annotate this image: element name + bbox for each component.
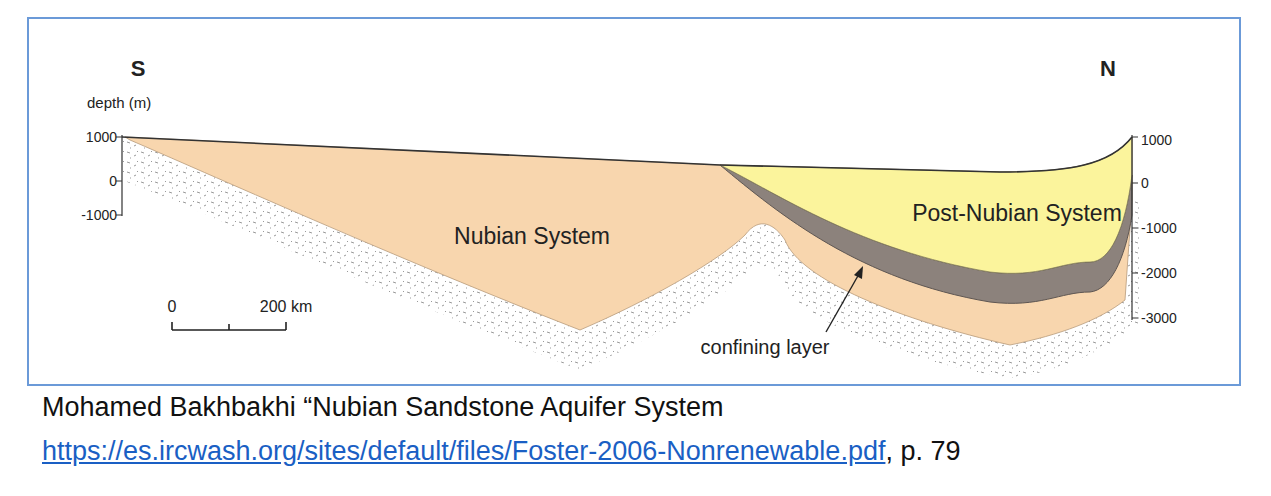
axis-title: depth (m) — [87, 94, 151, 111]
axis-value: 0 — [1141, 175, 1149, 191]
callout-label: confining layer — [701, 336, 830, 359]
nubian-system — [125, 137, 1132, 345]
source-link: https://es.ircwash.org/sites/default/fil… — [42, 436, 885, 467]
axis-value: 1000 — [86, 129, 117, 145]
axis-value: -1000 — [1141, 220, 1177, 236]
basement — [122, 137, 1140, 378]
axis-value: -1000 — [81, 207, 117, 223]
arrowhead — [854, 266, 863, 279]
axis-value: -3000 — [1141, 310, 1177, 326]
frame — [28, 18, 1240, 385]
post-nubian-system — [720, 137, 1132, 273]
ground-surface — [122, 137, 1132, 172]
right-axis — [1132, 135, 1138, 320]
axis-value: -2000 — [1141, 265, 1177, 281]
region-label: Nubian System — [454, 223, 610, 249]
scale-value: 0 — [168, 298, 177, 316]
caption: Mohamed Bakhbakhi “Nubian Sandstone Aqui… — [42, 392, 723, 423]
scale-value: 200 km — [260, 298, 312, 316]
leader-line — [826, 274, 859, 332]
scale-bar — [172, 322, 286, 330]
page-ref: , p. 79 — [885, 436, 960, 467]
direction-label: S — [131, 56, 146, 81]
axis-value: 1000 — [1141, 132, 1172, 148]
axis-value: 0 — [109, 173, 117, 189]
direction-label: N — [1100, 56, 1116, 81]
region-label: Post-Nubian System — [912, 200, 1122, 226]
